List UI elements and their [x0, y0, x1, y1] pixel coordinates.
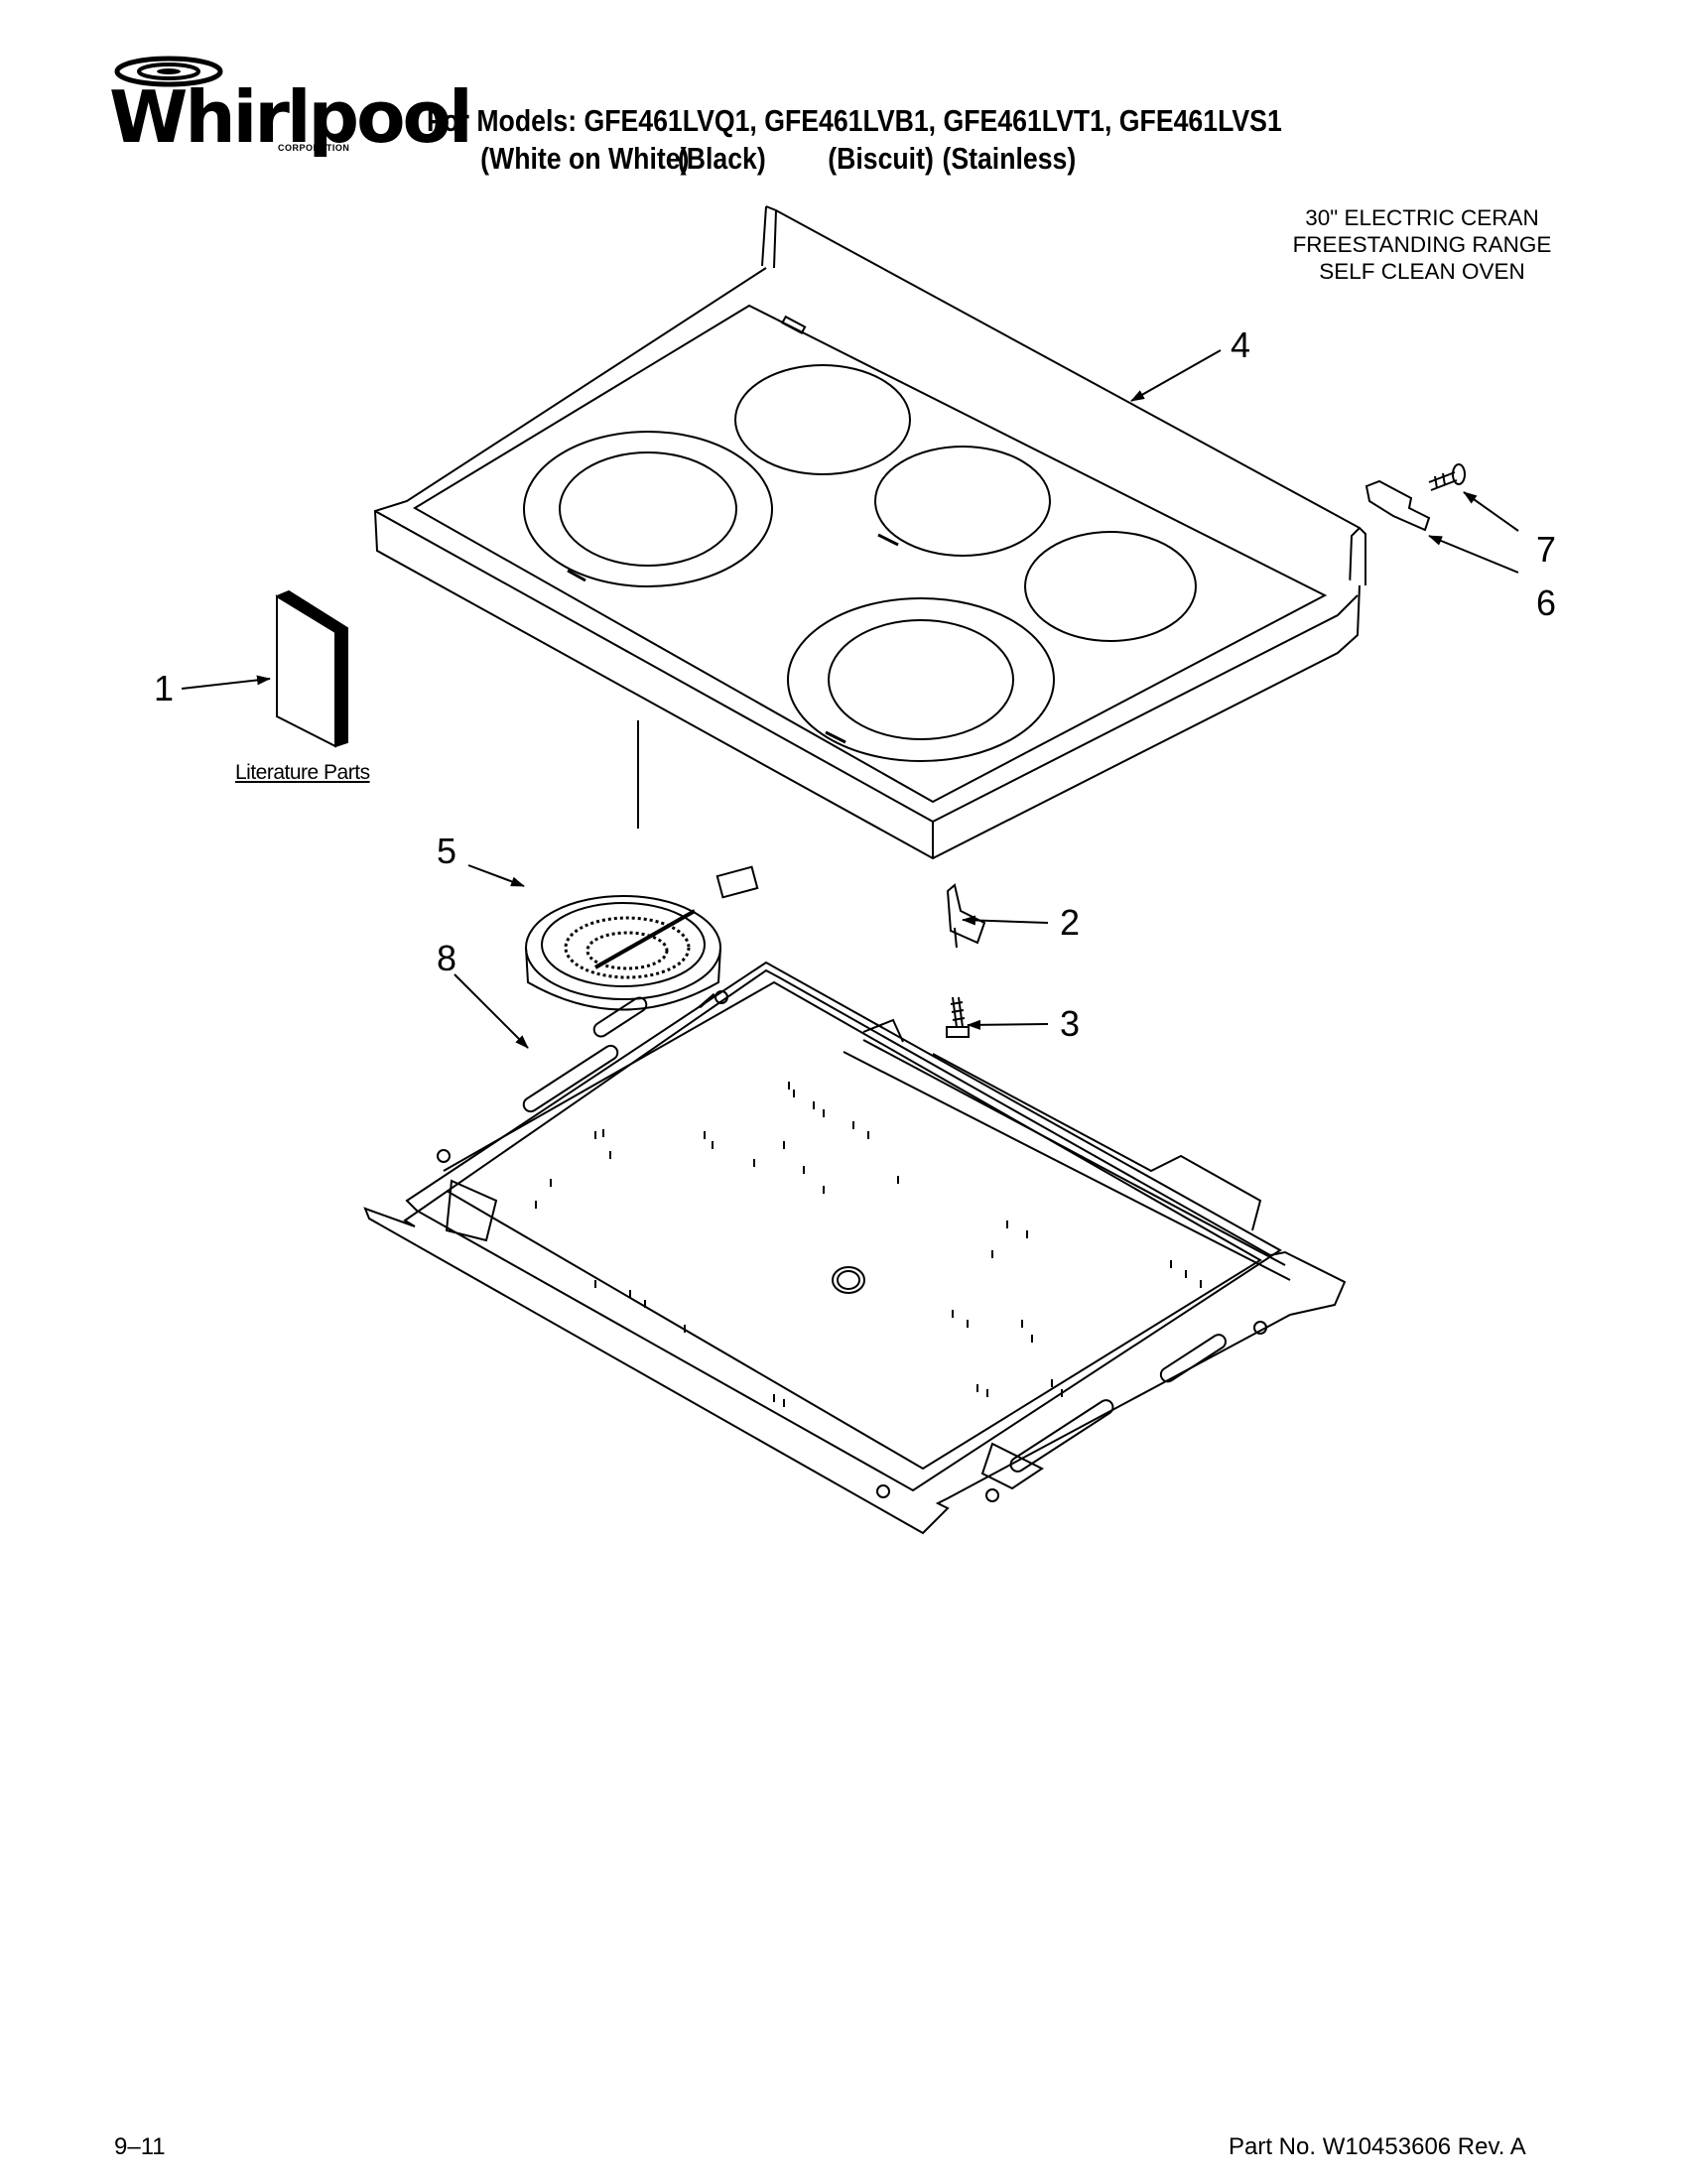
- callout-2: 2: [1060, 902, 1081, 943]
- product-description: 30" ELECTRIC CERAN FREESTANDING RANGE SE…: [1273, 204, 1571, 285]
- footer-part-number: Part No. W10453606 Rev. A: [1229, 2133, 1526, 2160]
- logo-swirl-icon: [114, 56, 223, 87]
- color-biscuit: (Biscuit): [828, 141, 934, 176]
- literature-parts-label: Literature Parts: [235, 761, 370, 784]
- callout-3: 3: [1060, 1003, 1081, 1044]
- arrow-8: [454, 974, 529, 1049]
- whirlpool-logo: Whirlpool CORPORATION: [99, 52, 473, 153]
- cooktop-part-4: [375, 206, 1365, 858]
- arrow-2: [962, 915, 1048, 926]
- callout-8: 8: [437, 938, 457, 978]
- description-line: 30" ELECTRIC CERAN: [1305, 205, 1539, 230]
- description-line: FREESTANDING RANGE: [1292, 232, 1552, 257]
- literature-part-1: [277, 591, 347, 746]
- bracket-part-2: [948, 885, 984, 948]
- radiant-element-part-5: [526, 867, 757, 1010]
- callout-6: 6: [1536, 582, 1557, 623]
- leader-arrows: [182, 350, 1518, 1049]
- callout-1: 1: [154, 668, 175, 708]
- arrow-5: [468, 865, 525, 886]
- arrow-3: [967, 1019, 1048, 1030]
- arrow-4: [1130, 350, 1221, 401]
- callout-5: 5: [437, 831, 457, 871]
- logo-corporation: CORPORATION: [278, 143, 350, 153]
- color-black: (Black): [677, 141, 766, 176]
- color-white: (White on White): [480, 141, 690, 176]
- arrow-7: [1463, 492, 1518, 531]
- clip-part-6: [1366, 481, 1429, 530]
- description-line: SELF CLEAN OVEN: [1319, 259, 1525, 284]
- model-colors: (White on White) (Black) (Biscuit) (Stai…: [0, 141, 1452, 181]
- callout-7: 7: [1536, 529, 1557, 570]
- footer-date: 9–11: [114, 2133, 166, 2160]
- models-line: For Models: GFE461LVQ1, GFE461LVB1, GFE4…: [427, 103, 1282, 138]
- arrow-6: [1428, 536, 1518, 573]
- burner-box-part-8: [365, 963, 1345, 1533]
- screw-part-3: [947, 997, 969, 1037]
- arrow-1: [182, 675, 271, 689]
- screw-part-7: [1429, 464, 1465, 490]
- logo-wordmark: Whirlpool: [109, 75, 473, 159]
- callout-4: 4: [1231, 324, 1251, 365]
- color-stainless: (Stainless): [942, 141, 1077, 176]
